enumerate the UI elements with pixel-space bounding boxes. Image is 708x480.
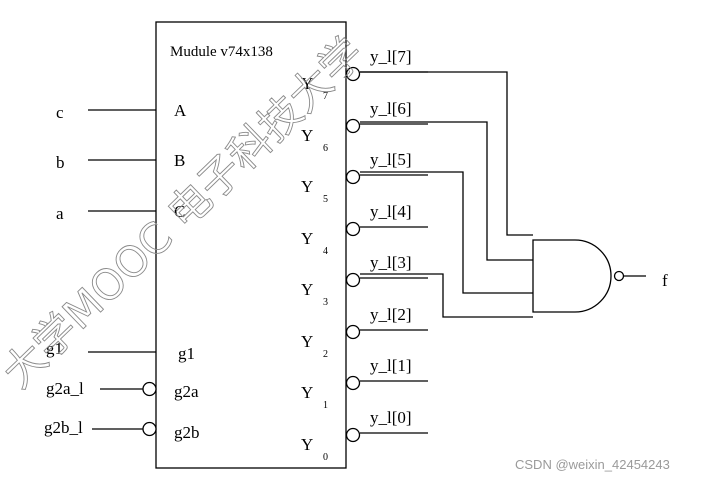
module-box [155, 21, 347, 469]
gate-output-label: f [662, 271, 668, 290]
nand-gate [532, 239, 612, 313]
output-signal-label-y3: y_l[3] [370, 253, 412, 272]
output-bubble-y2 [345, 324, 361, 340]
output-signal-label-y5: y_l[5] [370, 150, 412, 169]
output-bubble-y7 [345, 66, 361, 82]
pin-label-C: C [174, 202, 185, 221]
output-signal-label-y6: y_l[6] [370, 99, 412, 118]
output-bubble-y5 [345, 169, 361, 185]
output-signal-label-y2: y_l[2] [370, 305, 412, 324]
pin-label-B: B [174, 151, 185, 170]
watermark-credit: CSDN @weixin_42454243 [515, 457, 670, 472]
pin-subscript-y1: 1 [323, 400, 328, 411]
signal-label-a: a [56, 204, 64, 223]
wire-route-y6 [360, 121, 533, 261]
pin-label-A: A [174, 101, 187, 120]
pin-subscript-y0: 0 [323, 452, 328, 463]
wire-route-y3 [360, 273, 533, 318]
pin-subscript-y3: 3 [323, 297, 328, 308]
wire-route-y7 [360, 71, 533, 236]
pin-label-y4: Y [301, 229, 313, 248]
output-bubble-y0 [345, 427, 361, 443]
output-signal-label-y0: y_l[0] [370, 408, 412, 427]
bubble-g2a [142, 381, 157, 397]
signal-label-g1: g1 [46, 339, 63, 358]
output-bubble-y6 [345, 118, 361, 134]
pin-label-y6: Y [301, 126, 313, 145]
pin-subscript-y5: 5 [323, 194, 328, 205]
signal-label-b: b [56, 153, 65, 172]
pin-subscript-y6: 6 [323, 143, 328, 154]
pin-label-y1: Y [301, 383, 313, 402]
wire-route-y5 [360, 171, 533, 294]
pin-label-y2: Y [301, 332, 313, 351]
signal-label-g2a: g2a_l [46, 379, 84, 398]
output-signal-label-y1: y_l[1] [370, 356, 412, 375]
output-signal-label-y4: y_l[4] [370, 202, 412, 221]
pin-label-y7: Y [301, 74, 313, 93]
pin-subscript-y4: 4 [323, 246, 328, 257]
pin-label-g2b: g2b [174, 423, 200, 442]
output-bubble-y3 [345, 272, 361, 288]
nand-bubble [613, 270, 625, 282]
pin-label-g2a: g2a [174, 382, 199, 401]
pin-label-g1: g1 [178, 344, 195, 363]
bubble-g2b [142, 421, 157, 437]
pin-subscript-y7: 7 [323, 91, 328, 102]
pin-subscript-y2: 2 [323, 349, 328, 360]
pin-label-y5: Y [301, 177, 313, 196]
output-bubble-y4 [345, 221, 361, 237]
signal-label-c: c [56, 103, 64, 122]
module-title: Mudule v74x138 [170, 44, 273, 60]
output-bubble-y1 [345, 375, 361, 391]
output-pins: y_l[7]Y7y_l[6]Y6y_l[5]Y5y_l[4]Y4y_l[3]Y3… [301, 47, 428, 463]
pin-label-y0: Y [301, 435, 313, 454]
pin-label-y3: Y [301, 280, 313, 299]
signal-label-g2b: g2b_l [44, 418, 83, 437]
output-signal-label-y7: y_l[7] [370, 47, 412, 66]
